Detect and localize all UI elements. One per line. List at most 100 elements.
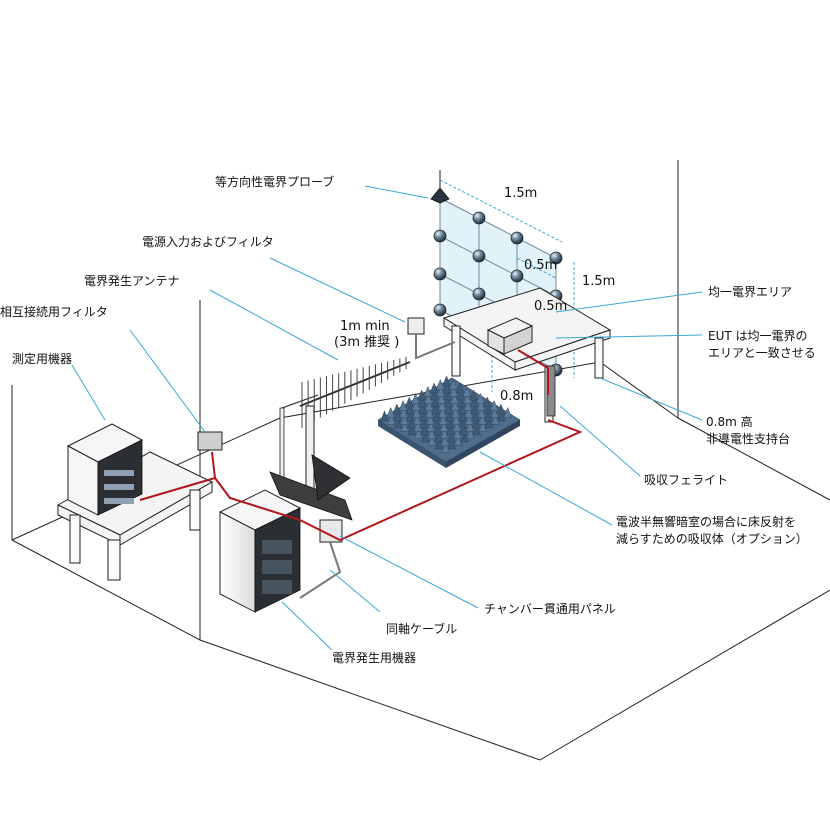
probe-point-sphere <box>472 287 486 301</box>
absorber-pyramid <box>446 424 455 436</box>
label-eut-line2: エリアと一致させる <box>708 346 816 360</box>
absorber-pyramid <box>442 375 451 387</box>
label-panel: チャンバー貫通用パネル <box>484 602 616 616</box>
absorber-pyramid <box>440 427 449 439</box>
absorber-pyramid <box>476 392 485 404</box>
absorber-pyramid <box>380 410 389 422</box>
absorber-pyramid <box>455 382 465 394</box>
absorber-pyramid <box>387 413 396 425</box>
absorber-pyramid <box>497 410 506 422</box>
interconnect-filter <box>197 431 223 451</box>
absorber-pyramid <box>427 427 436 439</box>
absorber-pyramid <box>470 403 480 415</box>
label-coax: 同軸ケーブル <box>386 621 457 636</box>
absorber-pyramid <box>432 417 442 429</box>
label-measurement-equipment: 測定用機器 <box>12 351 72 366</box>
absorber-pyramid <box>465 420 475 432</box>
absorber-pyramid <box>444 396 453 408</box>
absorber-pyramid <box>436 378 445 390</box>
dim-distance-line2: (3m 推奨 ) <box>334 335 399 350</box>
absorber-pyramid <box>464 406 473 418</box>
field-generating-antenna <box>269 357 411 521</box>
absorber-pyramid <box>469 389 478 401</box>
absorber-pyramid <box>418 403 428 415</box>
absorber-pyramid <box>440 434 450 446</box>
dim-spacing-b: 0.5m <box>534 299 567 314</box>
absorber-pyramid <box>427 434 437 446</box>
absorber-pyramid <box>436 385 446 397</box>
absorber-pyramid <box>431 403 441 415</box>
dim-grid-height: 1.5m <box>582 274 615 289</box>
probe-point-sphere <box>510 269 524 283</box>
label-interconnect-filter: 相互接続用フィルタ <box>0 304 108 319</box>
label-field-generation-equipment: 電界発生用機器 <box>332 650 416 665</box>
absorber-pyramid <box>465 413 474 425</box>
absorber-pyramid <box>418 396 427 408</box>
labels: 等方向性電界プローブ 電源入力およびフィルタ 電界発生アンテナ 相互接続用フィル… <box>0 174 816 665</box>
probe-point-sphere <box>472 249 486 263</box>
absorber-pyramid <box>496 403 506 415</box>
absorber-pyramid <box>491 413 500 425</box>
absorber-pyramid <box>484 417 494 429</box>
absorber-pyramid <box>471 417 481 429</box>
absorber-pyramid <box>413 413 422 425</box>
absorber-pyramid <box>457 396 466 408</box>
absorber-pyramid <box>419 410 428 422</box>
absorber-pyramid <box>392 403 402 415</box>
absorber-pyramid <box>459 424 468 436</box>
absorber-pyramid <box>483 403 493 415</box>
absorber-pyramid <box>443 389 452 401</box>
absorber-pyramid <box>462 385 472 397</box>
absorber-pyramid <box>484 410 493 422</box>
absorber-pyramid <box>470 396 479 408</box>
absorber-pyramid <box>458 417 468 429</box>
cables <box>139 334 583 599</box>
absorber-pyramid <box>425 406 434 418</box>
absorber-pyramid <box>411 392 420 404</box>
absorber-pyramid <box>393 410 402 422</box>
absorber-pyramid <box>424 392 433 404</box>
absorber-pyramid <box>434 438 444 450</box>
dim-spacing-a: 0.5m <box>524 258 557 273</box>
label-antenna: 電界発生アンテナ <box>84 274 180 288</box>
label-absorber-line1: 電波半無響暗室の場合に床反射を <box>616 514 796 529</box>
absorber-pyramid <box>477 406 486 418</box>
absorber-pyramid <box>423 385 433 397</box>
dim-grid-width: 1.5m <box>504 186 537 201</box>
absorber-pyramid <box>429 382 439 394</box>
absorber-pyramid <box>472 424 481 436</box>
label-ferrite: 吸収フェライト <box>644 473 728 487</box>
absorber-pyramid <box>398 399 408 411</box>
probe-point-sphere <box>472 211 486 225</box>
absorber-pyramid <box>437 392 446 404</box>
absorber-pyramid <box>413 420 423 432</box>
absorber-pyramid <box>421 431 430 443</box>
absorber-pyramid <box>432 410 441 422</box>
probe-point-sphere <box>433 267 447 281</box>
absorber-pyramid <box>458 410 467 422</box>
absorber-pyramid <box>433 424 442 436</box>
absorber-pyramid <box>478 420 488 432</box>
absorber-pyramid <box>457 403 467 415</box>
probe-point-sphere <box>510 231 524 245</box>
absorber-pyramid <box>439 420 449 432</box>
power-input-filter <box>407 317 425 335</box>
label-eut-line1: EUT は均一電界の <box>708 329 808 343</box>
label-support-line1: 0.8m 高 <box>706 414 753 429</box>
absorber-pyramid <box>463 399 473 411</box>
absorber-pyramid <box>450 392 459 404</box>
absorber-pyramid <box>451 406 460 418</box>
dim-distance-line1: 1m min <box>340 319 390 334</box>
absorber-pyramid <box>449 385 459 397</box>
absorber-pyramid <box>503 406 512 418</box>
absorber-pyramid <box>445 410 454 422</box>
label-probe: 等方向性電界プローブ <box>215 174 334 189</box>
floor-absorber <box>377 375 521 468</box>
absorber-pyramid <box>466 427 475 439</box>
absorber-pyramid <box>447 438 457 450</box>
probe-point-sphere <box>433 303 447 317</box>
absorber-pyramid <box>406 410 415 422</box>
absorber-pyramid <box>490 406 499 418</box>
absorber-pyramid <box>442 382 452 394</box>
